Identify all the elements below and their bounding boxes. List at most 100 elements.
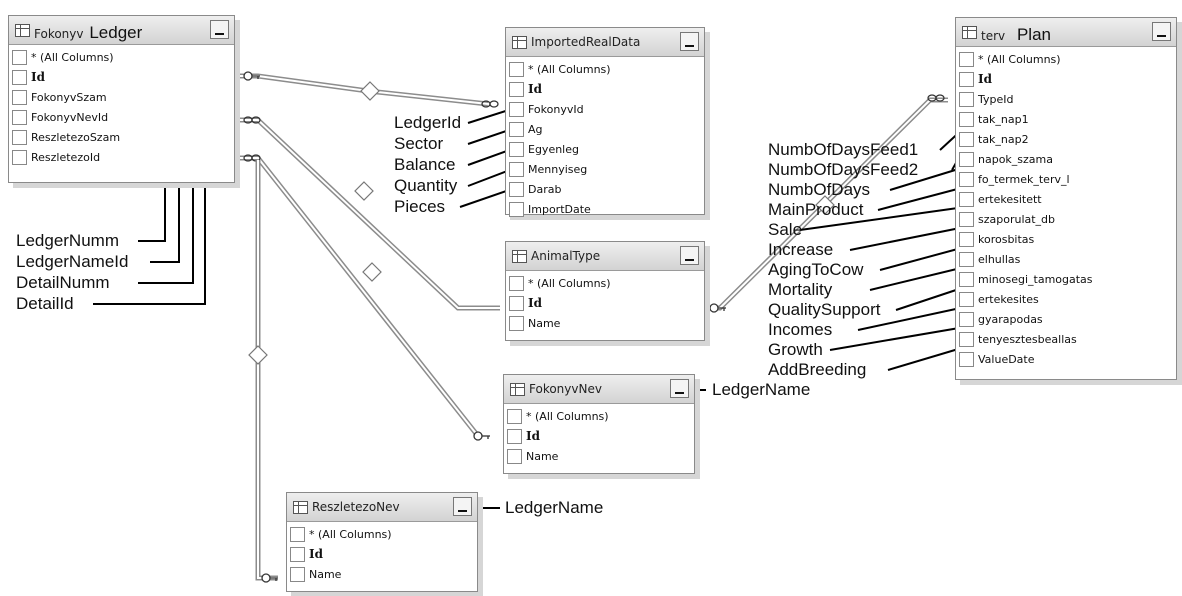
column-checkbox[interactable] [12,149,27,165]
column-row[interactable]: * (All Columns) [287,524,477,544]
column-row[interactable]: korosbitas [956,229,1176,249]
relationship-line [240,155,480,438]
table-reszletezo-nev[interactable]: ReszletezoNev * (All Columns) Id Name [286,492,478,592]
column-checkbox[interactable] [959,131,974,147]
column-row[interactable]: ReszletezoId [9,147,234,167]
column-row[interactable]: * (All Columns) [504,406,694,426]
column-checkbox[interactable] [959,251,974,267]
table-plan[interactable]: terv Plan * (All Columns) Id TypeId tak_… [955,17,1177,380]
column-row[interactable]: napok_szama [956,149,1176,169]
table-ledger[interactable]: Fokonyv Ledger * (All Columns) Id Fokony… [8,15,235,183]
column-row[interactable]: fo_termek_terv_l [956,169,1176,189]
column-checkbox[interactable] [959,351,974,367]
column-checkbox[interactable] [959,331,974,347]
column-checkbox[interactable] [509,315,524,331]
column-row[interactable]: elhullas [956,249,1176,269]
table-header[interactable]: terv Plan [956,18,1176,47]
column-checkbox[interactable] [959,171,974,187]
column-checkbox[interactable] [959,71,974,87]
column-row[interactable]: * (All Columns) [506,273,704,293]
column-row[interactable]: Name [504,446,694,466]
column-checkbox[interactable] [959,151,974,167]
column-checkbox[interactable] [509,81,524,97]
minimize-button[interactable] [680,246,699,265]
table-header[interactable]: ReszletezoNev [287,493,477,522]
annotation-arrow [895,285,966,311]
column-checkbox[interactable] [12,129,27,145]
column-checkbox[interactable] [959,91,974,107]
column-row[interactable]: Mennyiseg [506,159,704,179]
column-row[interactable]: Name [506,313,704,333]
column-row[interactable]: ReszletezoSzam [9,127,234,147]
table-header[interactable]: AnimalType [506,242,704,271]
column-row[interactable]: Id [504,426,694,446]
minimize-button[interactable] [1152,22,1171,41]
column-checkbox[interactable] [959,51,974,67]
column-checkbox[interactable] [509,181,524,197]
column-row[interactable]: ertekesites [956,289,1176,309]
minimize-button[interactable] [453,497,472,516]
column-row[interactable]: ValueDate [956,349,1176,369]
column-row[interactable]: gyarapodas [956,309,1176,329]
column-row[interactable]: FokonyvId [506,99,704,119]
column-row[interactable]: minosegi_tamogatas [956,269,1176,289]
table-header[interactable]: ImportedRealData [506,28,704,57]
column-checkbox[interactable] [507,428,522,444]
column-row[interactable]: Id [287,544,477,564]
column-checkbox[interactable] [290,546,305,562]
column-row[interactable]: * (All Columns) [956,49,1176,69]
column-row[interactable]: ImportDate [506,199,704,219]
column-row[interactable]: * (All Columns) [506,59,704,79]
column-row[interactable]: szaporulat_db [956,209,1176,229]
column-checkbox[interactable] [509,201,524,217]
column-checkbox[interactable] [509,121,524,137]
column-row[interactable]: Id [956,69,1176,89]
column-row[interactable]: Id [506,293,704,313]
table-header[interactable]: Fokonyv Ledger [9,16,234,45]
column-checkbox[interactable] [290,526,305,542]
column-row[interactable]: Darab [506,179,704,199]
column-checkbox[interactable] [509,141,524,157]
column-row[interactable]: Egyenleg [506,139,704,159]
column-checkbox[interactable] [290,566,305,582]
minimize-button[interactable] [680,32,699,51]
column-checkbox[interactable] [509,101,524,117]
column-row[interactable]: Id [9,67,234,87]
key-icon [261,573,278,583]
column-row[interactable]: ertekesitett [956,189,1176,209]
column-row[interactable]: FokonyvSzam [9,87,234,107]
column-checkbox[interactable] [12,109,27,125]
column-row[interactable]: Name [287,564,477,584]
table-header[interactable]: FokonyvNev [504,375,694,404]
column-row[interactable]: TypeId [956,89,1176,109]
column-checkbox[interactable] [509,161,524,177]
minimize-button[interactable] [210,20,229,39]
column-checkbox[interactable] [509,61,524,77]
column-row[interactable]: Ag [506,119,704,139]
column-checkbox[interactable] [12,49,27,65]
column-checkbox[interactable] [509,295,524,311]
column-checkbox[interactable] [959,311,974,327]
column-checkbox[interactable] [959,211,974,227]
column-checkbox[interactable] [12,89,27,105]
column-checkbox[interactable] [959,231,974,247]
column-checkbox[interactable] [507,448,522,464]
column-checkbox[interactable] [12,69,27,85]
minimize-button[interactable] [670,379,689,398]
table-animal-type[interactable]: AnimalType * (All Columns) Id Name [505,241,705,341]
column-checkbox[interactable] [959,191,974,207]
column-row[interactable]: * (All Columns) [9,47,234,67]
column-row[interactable]: tak_nap1 [956,109,1176,129]
column-checkbox[interactable] [959,271,974,287]
column-row[interactable]: Id [506,79,704,99]
column-checkbox[interactable] [959,111,974,127]
table-fokonyv-nev[interactable]: FokonyvNev * (All Columns) Id Name [503,374,695,474]
column-row[interactable]: tak_nap2 [956,129,1176,149]
column-checkbox[interactable] [507,408,522,424]
table-imported-real-data[interactable]: ImportedRealData * (All Columns) Id Foko… [505,27,705,217]
column-row[interactable]: tenyesztesbeallas [956,329,1176,349]
column-row[interactable]: FokonyvNevId [9,107,234,127]
column-checkbox[interactable] [509,275,524,291]
column-checkbox[interactable] [959,291,974,307]
column-name: * (All Columns) [978,52,1061,66]
